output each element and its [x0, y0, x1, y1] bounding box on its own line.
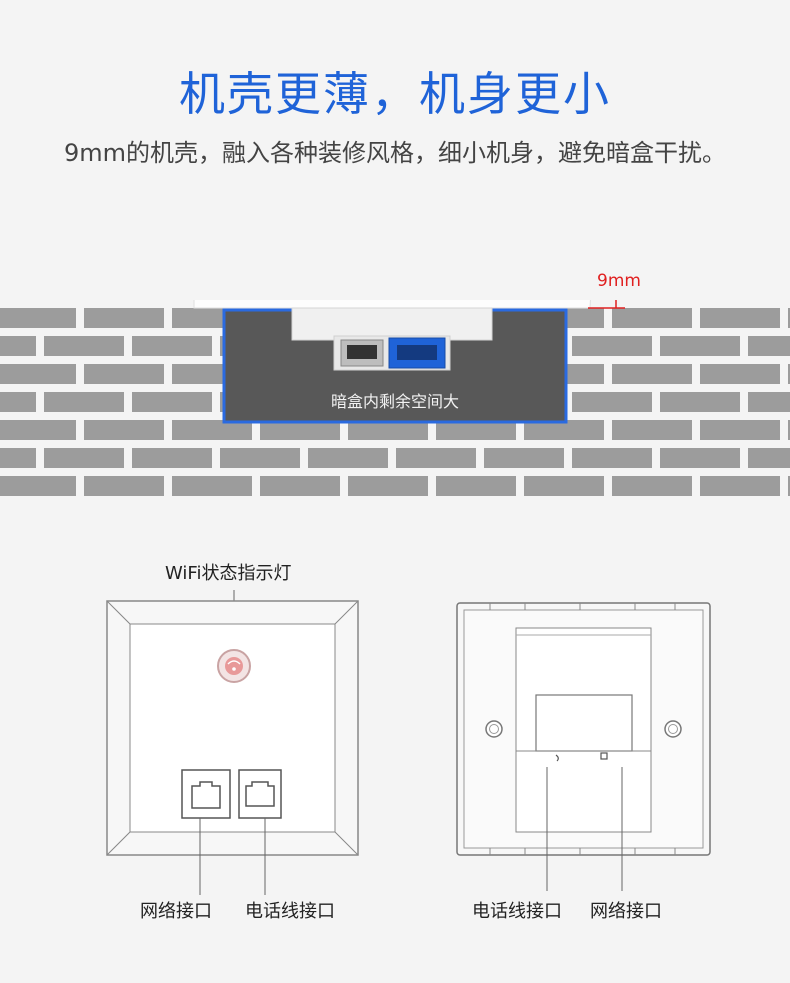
brick: [348, 420, 428, 440]
brick: [0, 308, 76, 328]
brick: [0, 476, 76, 496]
brick: [572, 336, 652, 356]
brick: [132, 448, 212, 468]
brick: [44, 392, 124, 412]
brick: [308, 448, 388, 468]
brick: [220, 448, 300, 468]
brick: [84, 308, 164, 328]
brick: [172, 476, 252, 496]
front-phone-port-label: 电话线接口: [245, 901, 335, 922]
brick: [612, 420, 692, 440]
screw-hole-left: [485, 720, 503, 738]
brick: [0, 364, 76, 384]
brick: [260, 420, 340, 440]
indicator-label: WiFi状态指示灯: [165, 563, 292, 584]
brick: [748, 448, 790, 468]
device-shell: [193, 300, 591, 309]
brick: [132, 392, 212, 412]
brick: [0, 392, 36, 412]
phone-port-opening: [347, 345, 377, 359]
brick: [700, 308, 780, 328]
brick: [0, 420, 76, 440]
brick: [612, 476, 692, 496]
brick: [700, 476, 780, 496]
brick: [84, 364, 164, 384]
brick: [788, 364, 790, 384]
page-subtitle: 9mm的机壳，融入各种装修风格，细小机身，避免暗盒干扰。: [63, 139, 727, 167]
brick: [84, 420, 164, 440]
back-phone-port-label: 电话线接口: [472, 901, 562, 922]
back-network-port-label: 网络接口: [590, 901, 662, 922]
brick: [612, 308, 692, 328]
brick: [660, 336, 740, 356]
brick: [0, 336, 36, 356]
brick: [572, 448, 652, 468]
brick: [84, 476, 164, 496]
brick: [0, 448, 36, 468]
brick: [44, 448, 124, 468]
brick: [44, 336, 124, 356]
brick: [660, 392, 740, 412]
brick: [788, 476, 790, 496]
brick: [348, 476, 428, 496]
brick: [700, 364, 780, 384]
page-title: 机壳更薄，机身更小: [179, 67, 611, 121]
thickness-dimension: [588, 300, 625, 309]
brick: [612, 364, 692, 384]
brick: [484, 448, 564, 468]
screw-hole-right: [664, 720, 682, 738]
front-view-panel: [106, 590, 359, 895]
device-module: [291, 307, 493, 341]
brick: [260, 476, 340, 496]
brick: [788, 308, 790, 328]
brick: [524, 476, 604, 496]
back-view-panel: [456, 602, 711, 891]
front-network-port-label: 网络接口: [140, 901, 212, 922]
junction-box-caption: 暗盒内剩余空间大: [330, 392, 459, 411]
brick: [572, 392, 652, 412]
brick: [660, 448, 740, 468]
brick: [524, 420, 604, 440]
thickness-label: 9mm: [597, 271, 641, 291]
brick: [748, 392, 790, 412]
brick: [436, 476, 516, 496]
brick: [748, 336, 790, 356]
brick: [788, 420, 790, 440]
brick: [700, 420, 780, 440]
brick: [396, 448, 476, 468]
front-network-port: [181, 769, 231, 819]
brick: [436, 420, 516, 440]
network-port-opening: [397, 345, 437, 360]
brick: [132, 336, 212, 356]
brick: [172, 420, 252, 440]
wall-illustration: [0, 300, 790, 496]
